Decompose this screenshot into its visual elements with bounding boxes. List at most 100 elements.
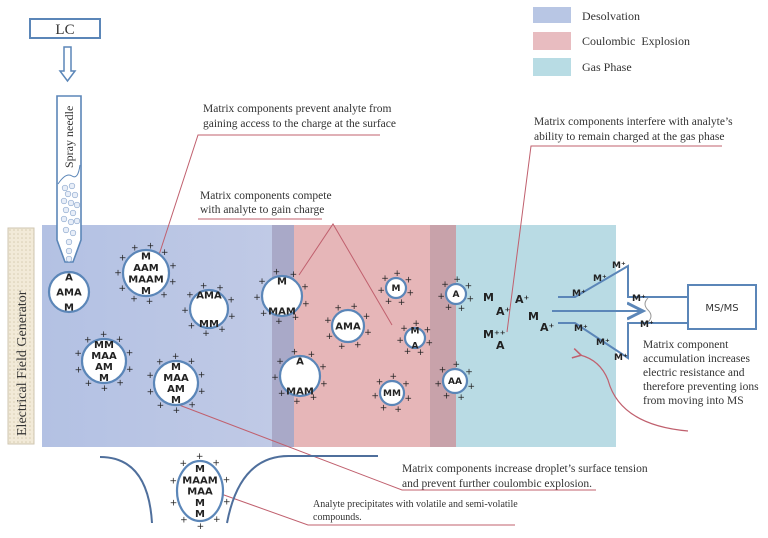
droplet-contents: A <box>65 273 73 284</box>
droplet-shell <box>121 248 171 298</box>
charge-plus-icon: + <box>334 303 342 313</box>
droplet-contents: MAAM <box>182 475 217 486</box>
droplet-contents: MAA <box>187 487 213 498</box>
charge-plus-icon: + <box>465 282 473 292</box>
annotation-text: gaining access to the charge at the surf… <box>203 118 396 130</box>
field-generator-label: Electrical Field Generator <box>15 290 30 436</box>
ion-label: M⁺ <box>572 289 586 299</box>
droplet-shell <box>47 270 91 314</box>
annotation-text: Matrix component <box>643 339 729 351</box>
charge-plus-icon: + <box>278 389 286 399</box>
charge-plus-icon: + <box>290 270 298 280</box>
charge-plus-icon: + <box>457 393 465 403</box>
droplet-shell <box>80 337 128 385</box>
charge-plus-icon: + <box>371 392 379 402</box>
field-generator <box>7 227 35 445</box>
ion-label: M⁺ <box>593 274 607 284</box>
annotation-text: ability to remain charged at the gas pha… <box>534 131 724 143</box>
charge-plus-icon: + <box>169 477 177 487</box>
ion-label: M⁺ <box>612 261 626 271</box>
charge-plus-icon: + <box>169 277 177 287</box>
charge-plus-icon: + <box>74 349 82 359</box>
charge-plus-icon: + <box>310 393 318 403</box>
droplet-shell <box>152 359 200 407</box>
overlap-band-1 <box>272 225 294 447</box>
legend-swatch-gas-phase <box>533 58 571 76</box>
ion-label: M⁺ <box>574 324 588 334</box>
charge-plus-icon: + <box>398 298 406 308</box>
droplet-shell <box>330 308 366 344</box>
droplet-contents: AA <box>448 377 462 387</box>
charge-plus-icon: + <box>404 347 412 357</box>
annotation-text: Matrix components prevent analyte from <box>203 103 391 115</box>
annotation-text: compounds. <box>313 512 362 523</box>
charge-plus-icon: + <box>465 367 473 377</box>
charge-plus-icon: + <box>147 241 155 251</box>
charge-plus-icon: + <box>363 312 371 322</box>
charge-plus-icon: + <box>161 248 169 258</box>
charge-plus-icon: + <box>188 357 196 367</box>
droplet-contents: AM <box>95 362 113 373</box>
annotation-text: Matrix components increase droplet’s sur… <box>402 463 648 475</box>
charge-plus-icon: + <box>186 290 194 300</box>
charge-plus-icon: + <box>202 329 210 339</box>
gas-phase-region <box>456 225 616 447</box>
charge-plus-icon: + <box>293 397 301 407</box>
charge-plus-icon: + <box>131 243 139 253</box>
charge-plus-icon: + <box>101 384 109 394</box>
charge-plus-icon: + <box>216 284 224 294</box>
charge-plus-icon: + <box>426 338 434 348</box>
charge-plus-icon: + <box>126 365 134 375</box>
ion-label: A⁺ <box>515 293 530 306</box>
charge-plus-icon: + <box>424 326 432 336</box>
legend-label-coulombic: Coulombic Explosion <box>582 34 690 48</box>
droplets: AAMAM+++++++++++MAAMMAAMM+++++++++AMAMM+… <box>47 241 475 532</box>
surface-curve-right <box>226 454 378 524</box>
droplet-contents: AMA <box>335 322 361 333</box>
droplet-shell <box>188 288 230 330</box>
charge-plus-icon: + <box>212 458 220 468</box>
ion-label: M <box>528 310 539 323</box>
charge-plus-icon: + <box>400 324 408 334</box>
charge-plus-icon: + <box>213 515 221 525</box>
charge-plus-icon: + <box>188 321 196 331</box>
charge-plus-icon: + <box>200 282 208 292</box>
annotation-precipitate: Analyte precipitates with volatile and s… <box>209 489 518 526</box>
charge-plus-icon: + <box>173 406 181 416</box>
charge-plus-icon: + <box>126 348 134 358</box>
annotation-text: Analyte precipitates with volatile and s… <box>313 499 518 510</box>
annotation-text: from moving into MS <box>643 395 744 407</box>
charge-plus-icon: + <box>453 360 461 370</box>
spray-needle: Spray needle <box>56 95 82 263</box>
charge-plus-icon: + <box>147 388 155 398</box>
droplet: +++++++AA <box>434 360 475 403</box>
charge-plus-icon: + <box>271 373 279 383</box>
charge-plus-icon: + <box>467 382 475 392</box>
legend-label-desolvation: Desolvation <box>582 9 640 23</box>
droplet-shell <box>260 274 304 318</box>
charge-plus-icon: + <box>377 286 385 296</box>
droplet-contents: M <box>171 395 181 406</box>
charge-plus-icon: + <box>385 297 393 307</box>
droplet-contents: A <box>453 290 460 300</box>
charge-plus-icon: + <box>338 342 346 352</box>
ion-label: M⁺ <box>632 294 646 304</box>
charge-plus-icon: + <box>324 316 332 326</box>
charge-plus-icon: + <box>196 452 204 462</box>
charge-plus-icon: + <box>320 379 328 389</box>
droplet-contents: MAA <box>91 351 117 362</box>
charge-plus-icon: + <box>364 328 372 338</box>
ms-inlet <box>552 264 690 360</box>
droplet-shell <box>384 276 408 300</box>
charge-plus-icon: + <box>146 371 154 381</box>
overlap-band-2 <box>430 225 456 447</box>
charge-plus-icon: + <box>181 306 189 316</box>
droplet-contents: A <box>412 342 419 352</box>
